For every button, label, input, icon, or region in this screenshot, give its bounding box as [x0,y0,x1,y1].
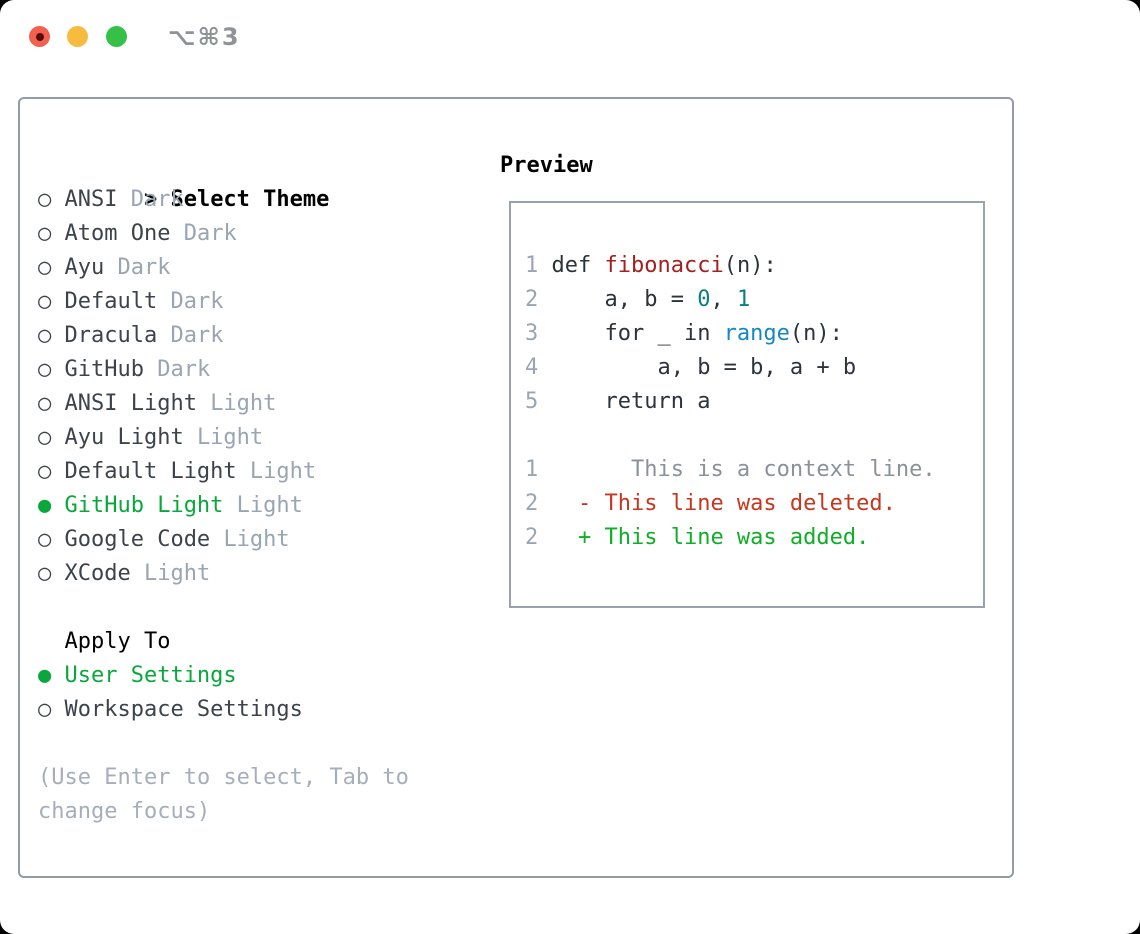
code-segment-code: , [710,287,737,312]
spacer [38,727,468,761]
theme-variant-label: Dark [130,187,184,212]
theme-variant-label: Light [143,561,211,586]
theme-variant-label: Light [196,425,264,450]
apply-to-header: Apply To [64,629,171,654]
apply-option-workspace-settings[interactable]: ○ Workspace Settings [38,693,468,727]
spacer [38,591,468,625]
option-label: Default [64,289,171,314]
radio-unselected-icon: ○ [38,425,52,450]
option-label: Ayu Light [64,425,197,450]
radio-unselected-icon: ○ [38,255,52,280]
title-bar: ⌥⌘3 [0,0,1140,70]
code-segment-num: 1 [525,457,552,482]
apply-option-user-settings[interactable]: ● User Settings [38,659,468,693]
zoom-button[interactable] [106,26,127,47]
theme-list: ○ ANSI Dark ○ Atom One Dark ○ Ayu Dark ○ Defaul… [38,183,468,591]
window-title: ⌥⌘3 [168,23,241,51]
code-segment-num: 2 [525,491,552,516]
preview-header: Preview [500,153,593,178]
theme-picker-panel: > Select Theme ○ ANSI Dark ○ Atom One Dark ○ A… [18,97,1014,878]
option-label: Ayu [64,255,118,280]
option-label: XCode [64,561,144,586]
option-label: Google Code [64,527,224,552]
code-segment-num: 1 [525,253,552,278]
radio-unselected-icon: ○ [38,527,52,552]
theme-variant-label: Light [249,459,317,484]
code-segment-ctx: This is a context line. [551,457,936,482]
theme-option-ayu-light-light[interactable]: ○ Ayu Light Light [38,421,468,455]
code-segment-num: 4 [525,355,552,380]
select-theme-header-label: Select Theme [170,187,330,212]
apply-to-list: ● User Settings ○ Workspace Settings [38,659,468,727]
theme-list-pane: > Select Theme ○ ANSI Dark ○ Atom One Dark ○ A… [38,149,468,829]
code-segment-numlit: 1 [736,287,751,312]
radio-selected-icon: ● [38,493,52,518]
code-segment-code: return a [551,389,711,414]
option-label: Atom One [64,221,184,246]
select-theme-header: > Select Theme [38,149,468,212]
code-segment-code: (n): [789,321,843,346]
preview-code: 1 def fibonacci(n): 2 a, b = 0, 1 3 for … [511,203,983,555]
theme-option-ansi-light-light[interactable]: ○ ANSI Light Light [38,387,468,421]
theme-option-default-dark[interactable]: ○ Default Dark [38,285,468,319]
radio-unselected-icon: ○ [38,221,52,246]
code-segment-num: 5 [525,389,552,414]
theme-variant-label: Light [236,493,303,518]
theme-option-github-dark[interactable]: ○ GitHub Dark [38,353,468,387]
code-segment-del: - This line was deleted. [551,491,896,516]
radio-unselected-icon: ○ [38,561,52,586]
code-segment-num: 2 [525,525,552,550]
code-segment-fn: fibonacci [604,253,724,278]
theme-option-github-light-light[interactable]: ● GitHub Light Light [38,489,468,523]
theme-option-atom-one-dark[interactable]: ○ Atom One Dark [38,217,468,251]
radio-unselected-icon: ○ [38,323,52,348]
theme-variant-label: Dark [117,255,171,280]
option-label: Default Light [64,459,250,484]
radio-unselected-icon: ○ [38,187,52,212]
code-segment-builtin: range [723,321,790,346]
radio-unselected-icon: ○ [38,357,52,382]
minimize-button[interactable] [67,26,88,47]
theme-variant-label: Dark [170,323,224,348]
option-label: User Settings [64,663,237,688]
radio-unselected-icon: ○ [38,289,52,314]
theme-option-ayu-dark[interactable]: ○ Ayu Dark [38,251,468,285]
keyboard-hint: (Use Enter to select, Tab to change focu… [38,765,409,824]
code-segment-num: 3 [525,321,552,346]
radio-unselected-icon: ○ [38,391,52,416]
theme-option-default-light-light[interactable]: ○ Default Light Light [38,455,468,489]
theme-variant-label: Dark [170,289,224,314]
theme-variant-label: Light [223,527,290,552]
preview-box: 1 def fibonacci(n): 2 a, b = 0, 1 3 for … [509,201,985,608]
code-segment-num: 2 [525,287,552,312]
code-segment-code: a, b = [551,287,698,312]
radio-unselected-icon: ○ [38,459,52,484]
code-segment-code: a, b = b, a + b [551,355,857,380]
theme-variant-label: Dark [183,221,237,246]
close-button[interactable] [29,26,50,47]
theme-option-ansi-dark[interactable]: ○ ANSI Dark [38,183,468,217]
code-segment-code: (n): [723,253,777,278]
option-label: Workspace Settings [64,697,303,722]
theme-option-google-code-light[interactable]: ○ Google Code Light [38,523,468,557]
radio-selected-icon: ● [38,663,52,688]
radio-unselected-icon: ○ [38,697,52,722]
theme-variant-label: Light [210,391,277,416]
option-label: GitHub Light [64,493,237,518]
theme-option-dracula-dark[interactable]: ○ Dracula Dark [38,319,468,353]
code-segment-numlit: 0 [697,287,711,312]
option-label: ANSI [64,187,131,212]
cursor-arrow-icon: > [143,187,158,212]
theme-option-xcode-light[interactable]: ○ XCode Light [38,557,468,591]
code-segment-code: for _ in [551,321,724,346]
option-label: Dracula [64,323,171,348]
option-label: GitHub [64,357,158,382]
code-segment-code: def [551,253,605,278]
option-label: ANSI Light [64,391,211,416]
theme-variant-label: Dark [157,357,211,382]
code-segment-add: + This line was added. [551,525,870,550]
